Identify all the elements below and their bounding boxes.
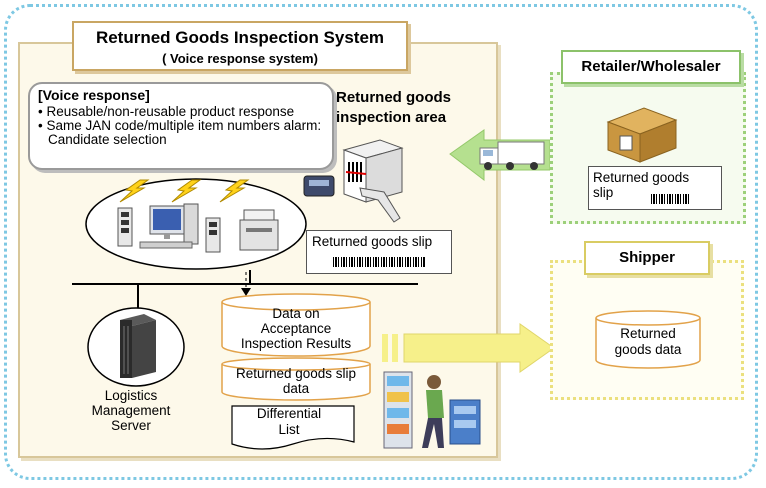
lightning-bolt-icon bbox=[171, 179, 202, 203]
shipper-flow-arrow bbox=[382, 323, 555, 373]
lightning-bolt-icon bbox=[219, 179, 250, 203]
slip-data-cylinder bbox=[221, 357, 371, 401]
slip-data-label: Returned goods slip data bbox=[218, 366, 374, 398]
system-title: Returned Goods Inspection System bbox=[95, 28, 385, 47]
logistics-server-label: Logistics Management Server bbox=[76, 388, 186, 433]
network-bus bbox=[72, 270, 418, 308]
warehouse-worker-illustration bbox=[383, 371, 481, 449]
pc-tower-icon bbox=[205, 217, 221, 253]
returned-goods-data-label: Returned goods data bbox=[592, 326, 704, 358]
inspection-area-line: Returned goods bbox=[336, 89, 451, 106]
lightning-bolt-icon bbox=[119, 179, 150, 203]
retailer-slip-label: Returned goods slip bbox=[593, 170, 689, 200]
server-ellipse bbox=[87, 307, 185, 387]
barcode-scanner-station bbox=[303, 139, 404, 223]
voice-response-heading: [Voice response] bbox=[38, 87, 150, 103]
workstation-network-ellipse bbox=[85, 178, 307, 270]
acceptance-data-cylinder bbox=[221, 293, 371, 357]
acceptance-data-label: Data on Acceptance Inspection Results bbox=[218, 306, 374, 356]
return-flow-arrow bbox=[449, 129, 567, 182]
cardboard-box-icon bbox=[606, 107, 678, 163]
handheld-scanner-icon bbox=[359, 187, 401, 223]
printer-icon bbox=[239, 209, 279, 251]
document-text: List bbox=[278, 422, 300, 437]
retailer-slip-line: Returned goods bbox=[593, 170, 690, 185]
differential-list-document bbox=[231, 405, 355, 450]
cylinder-text: Acceptance bbox=[260, 321, 332, 336]
retailer-title: Retailer/Wholesaler bbox=[561, 50, 741, 84]
retailer-slip-line: slip bbox=[593, 185, 614, 200]
voice-response-item: • Same JAN code/multiple item numbers al… bbox=[38, 118, 322, 147]
document-text: Differential bbox=[256, 406, 322, 421]
cylinder-text: goods data bbox=[614, 342, 682, 357]
server-label-line: Server bbox=[111, 418, 151, 433]
retailer-slip-barcode bbox=[651, 194, 691, 204]
worker-icon bbox=[422, 375, 444, 448]
desktop-computer-icon bbox=[139, 203, 199, 249]
cylinder-text: Data on bbox=[272, 306, 320, 321]
shipper-title: Shipper bbox=[584, 241, 710, 275]
cylinder-text: Returned goods slip bbox=[235, 366, 357, 381]
returned-goods-data-cylinder bbox=[595, 310, 701, 369]
voice-response-item: • Reusable/non-reusable product response bbox=[38, 104, 295, 119]
inspection-area-line: inspection area bbox=[336, 109, 447, 126]
delivery-truck-icon bbox=[479, 141, 545, 170]
server-label-line: Logistics bbox=[104, 388, 158, 403]
cylinder-text: data bbox=[282, 381, 310, 396]
voice-response-box: [Voice response] • Reusable/non-reusable… bbox=[28, 82, 334, 170]
cylinder-text: Returned bbox=[620, 326, 676, 341]
slip-barcode bbox=[333, 257, 425, 267]
barcode-reader-icon bbox=[303, 175, 335, 197]
returned-goods-slip-document: Returned goods slip bbox=[306, 230, 452, 274]
server-label-line: Management bbox=[91, 403, 171, 418]
cart-icon bbox=[449, 399, 481, 445]
differential-list-label: Differential List bbox=[230, 406, 348, 440]
pc-tower-icon bbox=[117, 207, 133, 247]
inspection-area-label: Returned goods inspection area bbox=[336, 88, 451, 128]
shelf-icon bbox=[383, 371, 413, 449]
cylinder-text: Inspection Results bbox=[240, 336, 352, 351]
slip-label: Returned goods slip bbox=[312, 234, 433, 249]
outer-border bbox=[4, 4, 758, 480]
retailer-slip-document: Returned goods slip bbox=[588, 166, 722, 210]
server-icon bbox=[120, 314, 156, 378]
system-subtitle: ( Voice response system) bbox=[162, 51, 318, 66]
system-title-box: Returned Goods Inspection System ( Voice… bbox=[72, 21, 408, 71]
